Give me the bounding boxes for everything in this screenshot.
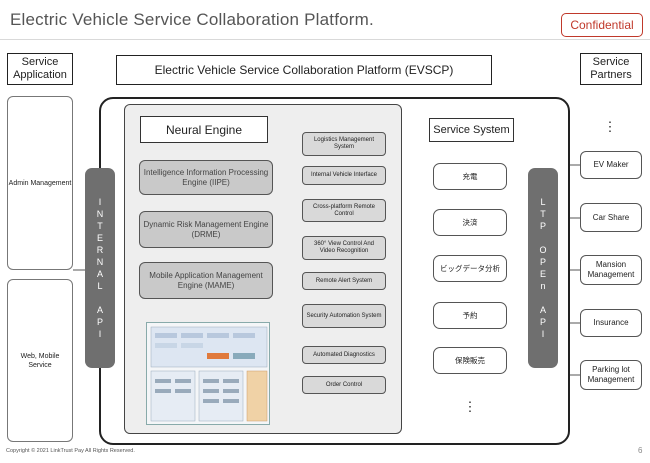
client-admin-management[interactable]: Admin Management (7, 96, 73, 270)
function-order-control[interactable]: Order Control (302, 376, 386, 394)
neural-engine-title: Neural Engine (140, 116, 268, 143)
service-system-title: Service System (429, 118, 514, 142)
service-partners-header: Service Partners (580, 53, 642, 85)
partners-more-ellipsis: ⋮ (603, 119, 617, 134)
function-security-automation[interactable]: Security Automation System (302, 304, 386, 328)
function-cross-platform-remote-control[interactable]: Cross-platform Remote Control (302, 199, 386, 222)
engine-mame[interactable]: Mobile Application Management Engine (MA… (139, 262, 273, 299)
title-divider (0, 39, 650, 40)
partner-ev-maker[interactable]: EV Maker (580, 151, 642, 179)
partner-car-share[interactable]: Car Share (580, 203, 642, 232)
page-title: Electric Vehicle Service Collaboration P… (10, 10, 374, 29)
partner-mansion-management[interactable]: Mansion Management (580, 255, 642, 285)
service-application-header: Service Application (7, 53, 73, 85)
page-number: 6 (638, 446, 643, 455)
service-charging[interactable]: 充電 (433, 163, 507, 190)
function-automated-diagnostics[interactable]: Automated Diagnostics (302, 346, 386, 364)
service-big-data-analysis[interactable]: ビッグデータ分析 (433, 255, 507, 282)
service-insurance-sales[interactable]: 保険販売 (433, 347, 507, 374)
partner-insurance[interactable]: Insurance (580, 309, 642, 337)
service-reservation[interactable]: 予約 (433, 302, 507, 329)
service-payment[interactable]: 決済 (433, 209, 507, 236)
function-internal-vehicle-interface[interactable]: Internal Vehicle Interface (302, 166, 386, 185)
function-logistics-management[interactable]: Logistics Management System (302, 132, 386, 156)
service-more-ellipsis: ⋮ (463, 399, 477, 414)
partner-parking-lot-management[interactable]: Parking lot Management (580, 360, 642, 390)
engine-drme[interactable]: Dynamic Risk Management Engine (DRME) (139, 211, 273, 248)
evscp-header: Electric Vehicle Service Collaboration P… (116, 55, 492, 85)
engine-iipe[interactable]: Intelligence Information Processing Engi… (139, 160, 273, 195)
confidential-badge: Confidential (561, 13, 643, 37)
mame-dashboard-thumbnail (146, 322, 270, 425)
function-360-view-control[interactable]: 360° View Control And Video Recognition (302, 236, 386, 260)
copyright-footer: Copyright © 2021 LinkTrust Pay All Right… (6, 448, 135, 454)
client-web-mobile-service[interactable]: Web, Mobile Service (7, 279, 73, 442)
function-remote-alert-system[interactable]: Remote Alert System (302, 272, 386, 290)
